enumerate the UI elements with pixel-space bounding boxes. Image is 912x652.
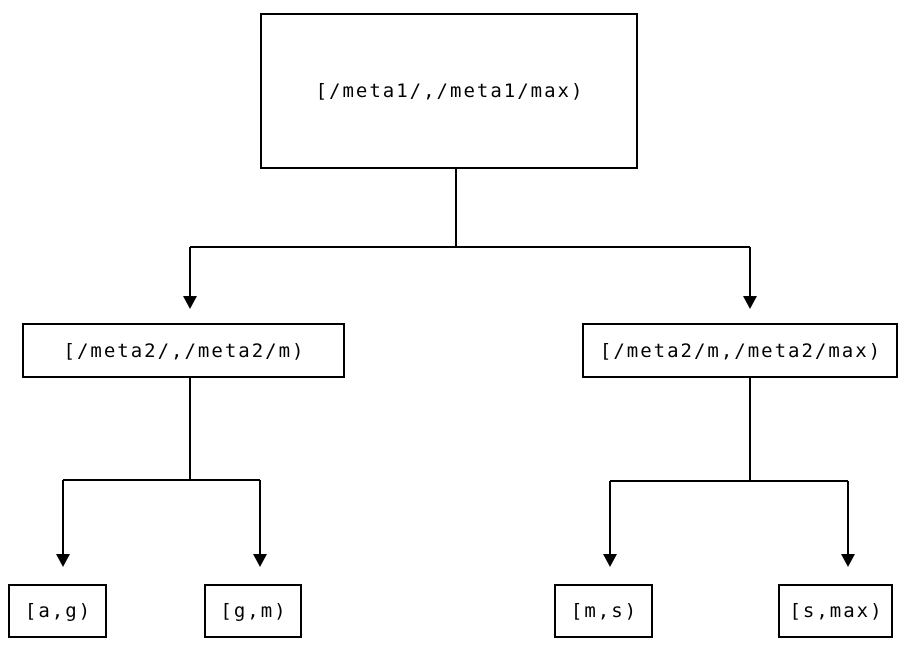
edge-right-to-leaves	[609, 378, 849, 554]
edge-root-to-level2	[189, 169, 751, 296]
node-meta2-right: [/meta2/m,/meta2/max)	[582, 323, 898, 378]
node-leaf-gm: [g,m)	[204, 584, 302, 638]
node-root-label: [/meta1/,/meta1/max)	[315, 80, 585, 102]
node-meta2-right-label: [/meta2/m,/meta2/max)	[599, 339, 883, 362]
node-leaf-ms: [m,s)	[554, 584, 653, 638]
node-leaf-gm-label: [g,m)	[220, 600, 288, 622]
node-meta2-left-label: [/meta2/,/meta2/m)	[63, 339, 306, 362]
node-leaf-smax: [s,max)	[778, 584, 893, 638]
arrowhead-meta2-right	[743, 296, 757, 309]
edge-left-to-leaves	[62, 378, 261, 554]
node-leaf-smax-label: [s,max)	[789, 600, 884, 622]
node-leaf-ms-label: [m,s)	[570, 600, 639, 622]
arrowhead-leaf-gm	[253, 554, 267, 567]
node-leaf-ag-label: [a,g)	[24, 600, 93, 622]
node-leaf-ag: [a,g)	[8, 584, 107, 638]
arrowhead-leaf-smax	[841, 554, 855, 567]
arrowhead-meta2-left	[183, 296, 197, 309]
node-root: [/meta1/,/meta1/max)	[260, 13, 638, 169]
node-meta2-left: [/meta2/,/meta2/m)	[22, 323, 345, 378]
arrowhead-leaf-ag	[56, 554, 70, 567]
arrowhead-leaf-ms	[603, 554, 617, 567]
